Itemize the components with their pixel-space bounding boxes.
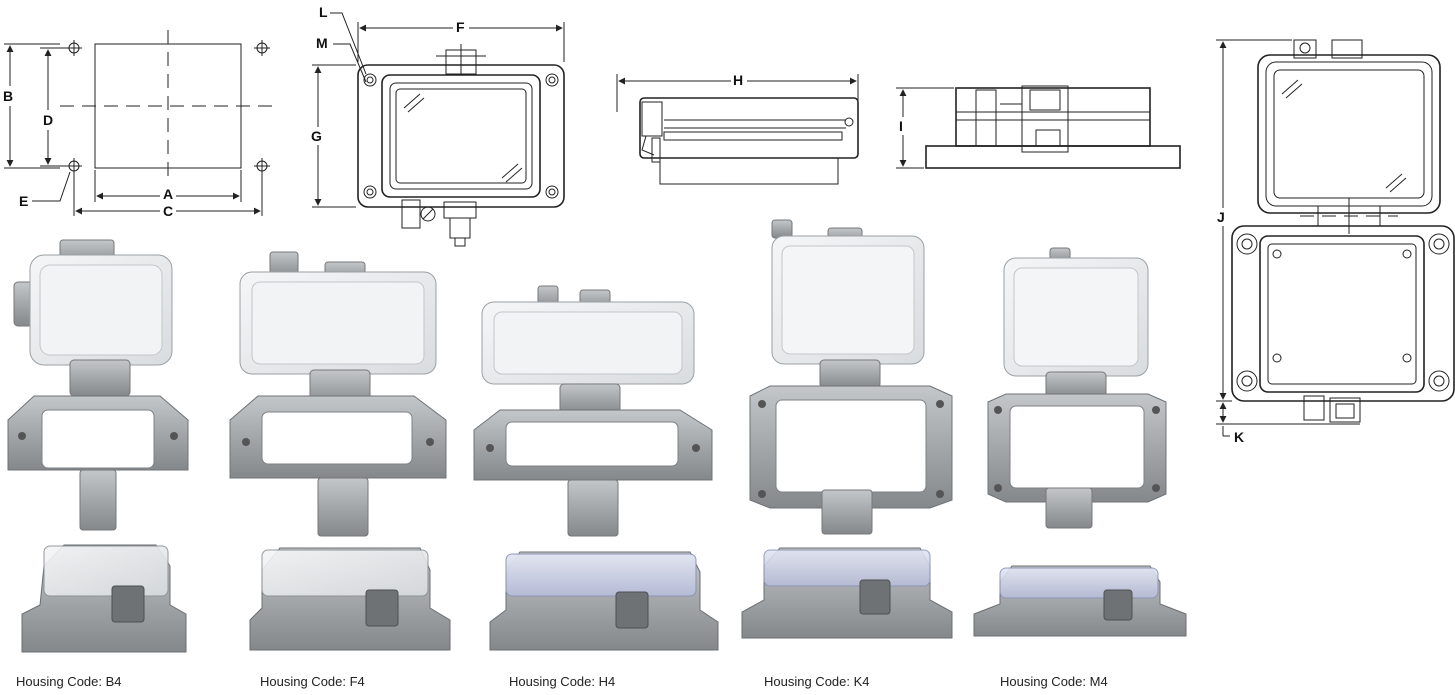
housing-k4-photo <box>741 219 953 639</box>
side-base <box>659 157 839 185</box>
caption-housing-h4: Housing Code: H4 <box>509 674 616 689</box>
label-i: I <box>899 118 903 134</box>
label-b: B <box>3 88 13 104</box>
open-lid-frame <box>1257 54 1441 214</box>
end-latch <box>1021 85 1069 153</box>
front-latch-left <box>401 199 421 229</box>
side-view-drawing <box>616 74 859 185</box>
housing-f4-photo <box>229 251 451 651</box>
caption-housing-b4: Housing Code: B4 <box>16 674 122 689</box>
end-view-drawing <box>896 85 1181 169</box>
end-flange <box>925 145 1181 169</box>
caption-housing-f4: Housing Code: F4 <box>260 674 365 689</box>
housing-m4-photo <box>973 247 1187 637</box>
open-flange <box>1231 225 1455 402</box>
housing-b4-photo <box>7 239 189 653</box>
dimension-m-leader <box>333 43 367 83</box>
end-body <box>955 87 1151 147</box>
caption-housing-m4: Housing Code: M4 <box>1000 674 1108 689</box>
label-k: K <box>1234 429 1244 445</box>
label-g: G <box>311 128 322 144</box>
mounting-hole-bl <box>66 158 82 174</box>
open-lid-view-drawing <box>1216 39 1455 437</box>
label-l: L <box>319 4 328 20</box>
label-m: M <box>316 35 328 51</box>
front-lid-inner <box>389 82 533 190</box>
front-view-drawing <box>312 12 565 247</box>
label-c: C <box>163 203 173 219</box>
dimension-l-leader <box>330 12 367 75</box>
label-d: D <box>43 112 53 128</box>
open-latch <box>1329 397 1361 423</box>
front-window <box>395 88 527 184</box>
dimension-e-leader <box>32 171 71 202</box>
mounting-hole-br <box>254 158 270 174</box>
housing-h4-photo <box>473 285 719 651</box>
mounting-hole-tr <box>254 40 270 56</box>
label-f: F <box>456 19 465 35</box>
mounting-hole-tl <box>66 40 82 56</box>
label-j: J <box>1217 209 1225 225</box>
label-a: A <box>163 186 173 202</box>
label-h: H <box>733 72 743 88</box>
caption-housing-k4: Housing Code: K4 <box>764 674 870 689</box>
front-flange <box>357 64 565 208</box>
front-latch <box>443 201 477 219</box>
label-e: E <box>19 193 28 209</box>
dimension-letters: B D A C E L M F G H I J K <box>0 4 1244 445</box>
front-lid-outer <box>381 74 541 198</box>
